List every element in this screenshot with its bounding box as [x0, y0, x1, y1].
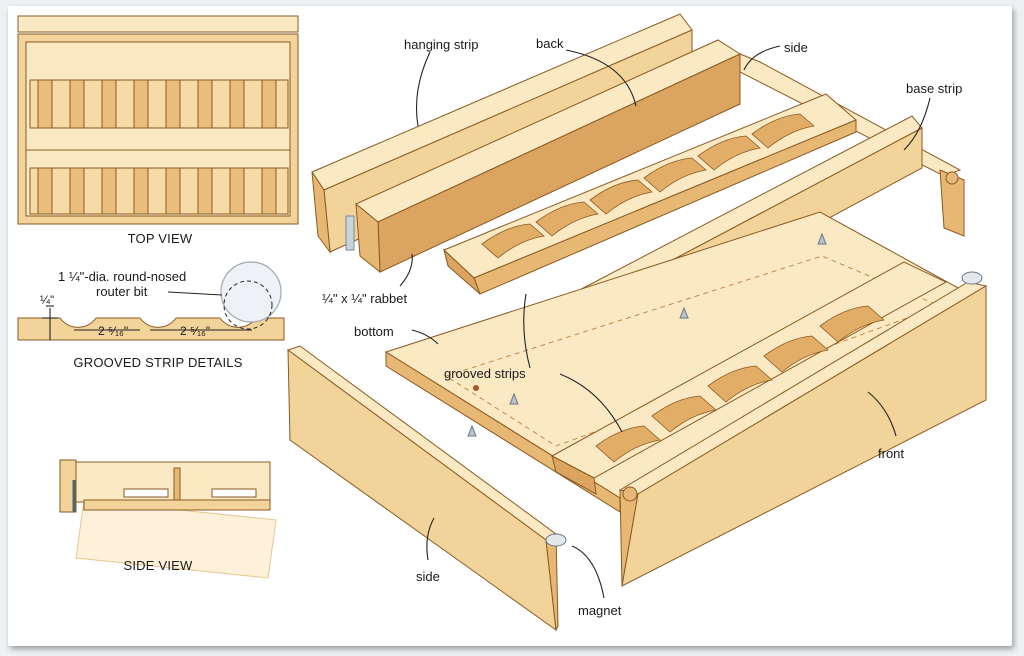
router-bit-label-line2: router bit	[96, 284, 148, 299]
grooved-strip-lower-part	[550, 261, 948, 495]
side-view-drawing	[59, 459, 277, 579]
top-view-drawing	[17, 15, 299, 225]
spacing-dimension-2: 2 ⁵⁄₁₆"	[180, 324, 210, 338]
front-panel-part	[618, 271, 988, 587]
label-back: back	[536, 36, 564, 51]
label-grooved-strips: grooved strips	[444, 366, 526, 381]
grooved-strip-details-caption: GROOVED STRIP DETAILS	[73, 355, 242, 370]
grooved-strip-upper-part	[443, 93, 857, 295]
label-side-bottom: side	[416, 569, 440, 584]
label-bottom: bottom	[354, 324, 394, 339]
label-hanging-strip: hanging strip	[404, 37, 478, 52]
side-panel-part	[286, 345, 567, 632]
label-magnet: magnet	[578, 603, 622, 618]
label-front: front	[878, 446, 904, 461]
depth-dimension: ¼"	[40, 293, 54, 307]
callout-leaders	[399, 45, 931, 599]
label-rabbet: ¼" x ¼" rabbet	[322, 291, 407, 306]
router-bit-label-line1: 1 ¼"-dia. round-nosed	[58, 269, 186, 284]
label-side-top: side	[784, 40, 808, 55]
label-base-strip: base strip	[906, 81, 962, 96]
top-view-caption: TOP VIEW	[128, 231, 193, 246]
spacing-dimension-1: 2 ⁵⁄₁₆"	[98, 324, 128, 338]
side-view-caption: SIDE VIEW	[124, 558, 194, 573]
grooved-strip-detail-drawing	[17, 261, 285, 341]
